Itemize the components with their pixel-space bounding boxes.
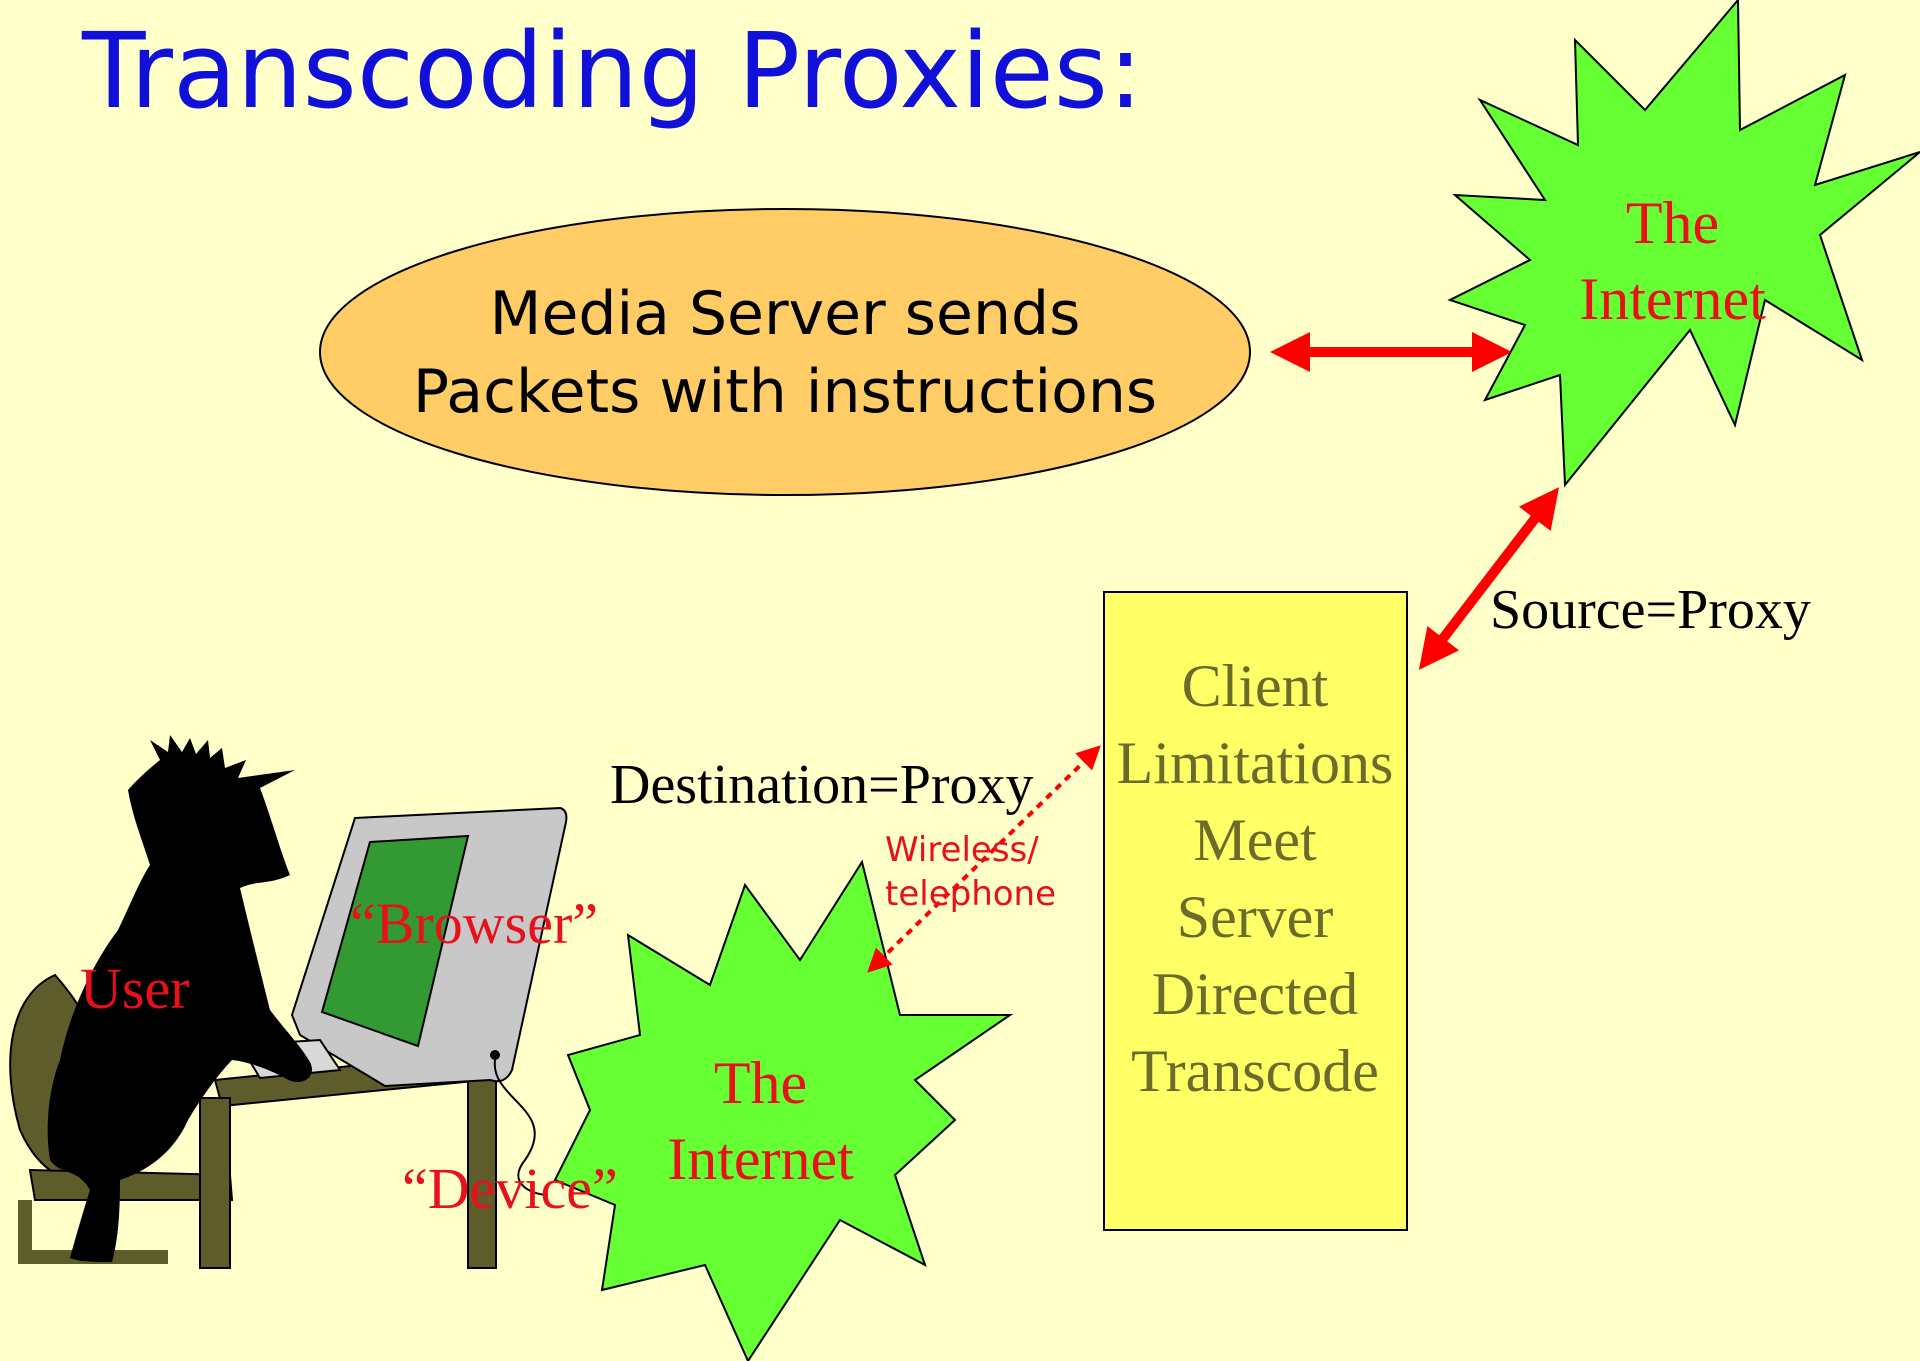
browser-label: “Browser” <box>350 891 599 956</box>
device-label: “Device” <box>402 1156 618 1221</box>
internet-bottom-starburst <box>553 859 1014 1361</box>
proxy-box-text: Client Limitations Meet Server Directed … <box>1105 648 1405 1110</box>
source-proxy-label: Source=Proxy <box>1490 579 1811 641</box>
proxy-line-2: Limitations <box>1116 730 1394 796</box>
internet-top-label: The Internet <box>1545 185 1800 337</box>
media-server-line1: Media Server sends <box>489 279 1081 349</box>
wireless-link-arrow <box>867 745 1101 973</box>
chair-leg <box>18 1200 32 1262</box>
user-label: User <box>80 956 190 1021</box>
wireless-line2: telephone <box>885 874 1057 914</box>
destination-proxy-label: Destination=Proxy <box>610 754 1034 816</box>
proxy-box <box>1103 591 1408 1231</box>
monitor-screen <box>320 834 470 1048</box>
proxy-line-1: Client <box>1181 653 1329 719</box>
proxy-line-3: Meet <box>1193 807 1317 873</box>
proxy-line-5: Directed <box>1151 961 1359 1027</box>
wireless-line1: Wireless/ <box>885 830 1039 870</box>
internet-top-starburst <box>1447 0 1920 488</box>
slide-title: Transcoding Proxies: <box>82 10 1143 132</box>
internet-proxy-arrow <box>1418 487 1560 670</box>
monitor-power-dot <box>490 1050 500 1060</box>
internet-top-line1: The <box>1625 190 1720 256</box>
media-server-line2: Packets with instructions <box>412 357 1158 427</box>
internet-top-line2: Internet <box>1579 266 1766 332</box>
wireless-label: Wireless/ telephone <box>885 828 1057 916</box>
user-at-computer-illustration <box>9 735 568 1269</box>
internet-bottom-line1: The <box>713 1050 808 1116</box>
media-server-ellipse <box>319 208 1251 496</box>
internet-bottom-label: The Internet <box>638 1045 883 1197</box>
proxy-line-4: Server <box>1176 884 1334 950</box>
desk-leg-left <box>199 1097 231 1269</box>
media-server-label: Media Server sends Packets with instruct… <box>320 275 1250 431</box>
desk-leg-right <box>467 1067 497 1269</box>
user-silhouette <box>47 735 312 1262</box>
internet-bottom-line2: Internet <box>667 1126 854 1192</box>
device-cable <box>493 1059 549 1196</box>
proxy-line-6: Transcode <box>1131 1038 1379 1104</box>
